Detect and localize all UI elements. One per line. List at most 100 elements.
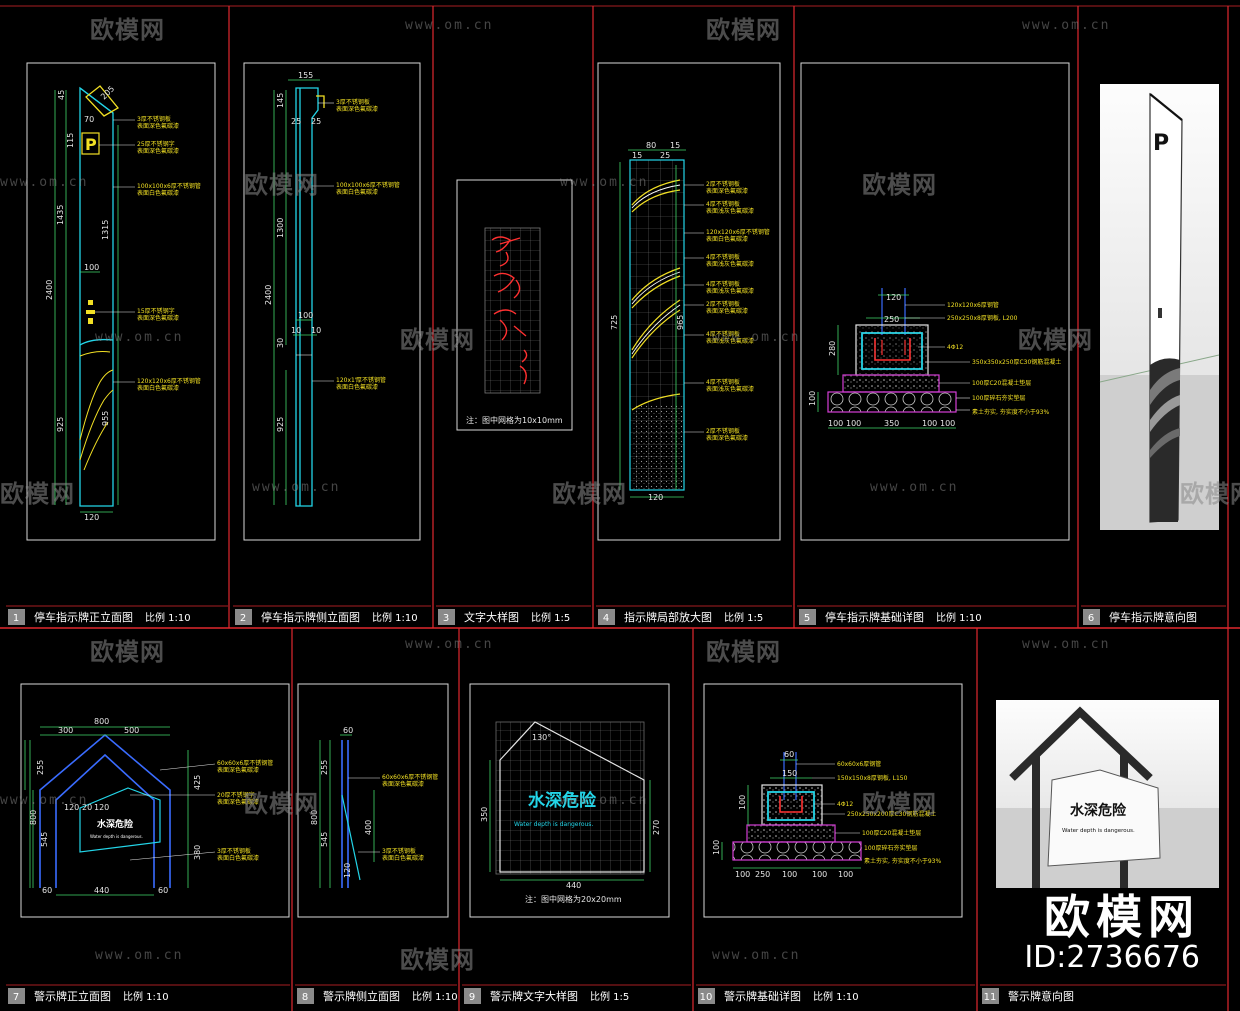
grid-note: 注：图中网格为10x10mm (466, 415, 563, 425)
rendered-pole: P (1149, 92, 1183, 523)
svg-text:120x1": 120x1" (336, 377, 358, 384)
svg-text:100: 100 (838, 870, 853, 879)
panel-number: 10 (700, 992, 713, 1003)
svg-text:2厚不锈钢板: 2厚不锈钢板 (706, 180, 740, 188)
sheet-frame (0, 5, 1240, 1011)
svg-text:350: 350 (884, 419, 899, 428)
svg-text:145: 145 (276, 93, 285, 108)
svg-text:350: 350 (480, 807, 489, 822)
svg-text:素土夯实, 夯实度不小于93%: 素土夯实, 夯实度不小于93% (864, 857, 941, 865)
dim-70: 70 (84, 115, 94, 124)
svg-text:80: 80 (646, 141, 656, 150)
svg-text:725: 725 (610, 315, 619, 330)
panel-scale-text: 比例 1:5 (590, 990, 629, 1003)
panel-number-box (1083, 609, 1100, 625)
svg-text:440: 440 (94, 886, 109, 895)
svg-text:Water depth is dangerous.: Water depth is dangerous. (1062, 828, 1135, 834)
svg-text:2厚不锈钢板: 2厚不锈钢板 (706, 300, 740, 308)
svg-text:350x350x250厚C30钢筋混凝土: 350x350x250厚C30钢筋混凝土 (972, 358, 1061, 366)
svg-text:表面白色氟碳漆: 表面白色氟碳漆 (137, 189, 179, 197)
svg-text:4Φ12: 4Φ12 (947, 344, 963, 351)
dim-100: 100 (84, 263, 99, 272)
calligraphy-outline (491, 236, 528, 385)
panel-number: 2 (240, 613, 246, 624)
panel-scale-text: 比例 1:5 (724, 611, 763, 624)
panel-8-warning-side: 60 255 800 545 400 120 60x60x6厚不锈钢管表面深色氟… (310, 726, 438, 888)
svg-text:100x100x6厚不锈钢管: 100x100x6厚不锈钢管 (137, 182, 201, 190)
panel-number: 8 (302, 992, 308, 1003)
svg-text:155: 155 (298, 71, 313, 80)
svg-text:965: 965 (676, 315, 685, 330)
panel-scale-text: 比例 1:10 (123, 990, 169, 1003)
svg-text:250: 250 (884, 315, 899, 324)
svg-text:250: 250 (755, 870, 770, 879)
svg-text:表面深色氟碳漆: 表面深色氟碳漆 (706, 434, 748, 442)
vertical-text-mark (86, 300, 95, 324)
svg-text:表面白色氟碳漆: 表面白色氟碳漆 (382, 854, 424, 862)
panel-number-box (235, 609, 252, 625)
svg-text:25: 25 (291, 117, 301, 126)
svg-text:15厚不锈钢字: 15厚不锈钢字 (137, 307, 175, 315)
svg-text:100厚C20混凝土垫层: 100厚C20混凝土垫层 (862, 829, 921, 837)
svg-text:440: 440 (566, 881, 581, 890)
panel-title-text: 文字大样图 (464, 610, 519, 624)
panel-title-text: 警示牌正立面图 (34, 989, 111, 1003)
panel-number-box (464, 988, 481, 1004)
panel-scale-text: 比例 1:10 (145, 611, 191, 624)
svg-text:表面深色氟碳漆: 表面深色氟碳漆 (706, 307, 748, 315)
svg-text:表面白色氟碳漆: 表面白色氟碳漆 (336, 383, 378, 391)
svg-text:100: 100 (812, 870, 827, 879)
svg-text:4厚不锈钢板: 4厚不锈钢板 (706, 253, 740, 261)
render-warning-text: 水深危险 (1070, 802, 1127, 819)
svg-text:表面白色氟碳漆: 表面白色氟碳漆 (706, 235, 748, 243)
side-pole (295, 87, 325, 507)
svg-text:280: 280 (828, 341, 837, 356)
svg-text:100: 100 (940, 419, 955, 428)
svg-text:60x60x6厚不锈钢管: 60x60x6厚不锈钢管 (382, 773, 438, 781)
svg-text:60: 60 (343, 726, 353, 735)
decorative-curves (79, 351, 114, 471)
svg-text:800: 800 (94, 717, 109, 726)
svg-text:100厚碎石夯实垫层: 100厚碎石夯实垫层 (864, 844, 917, 852)
panel-9-warning-text-detail: 水深危险 Water depth is dangerous. 130° 350 … (480, 721, 661, 904)
svg-text:545: 545 (40, 832, 49, 847)
svg-text:4厚不锈钢板: 4厚不锈钢板 (706, 280, 740, 288)
svg-text:250x250x200厚C30钢筋混凝土: 250x250x200厚C30钢筋混凝土 (847, 810, 936, 818)
svg-text:2400: 2400 (264, 285, 273, 305)
svg-text:250x250x8厚钢板, L200: 250x250x8厚钢板, L200 (947, 314, 1018, 322)
dim-925: 925 (56, 417, 65, 432)
svg-text:100: 100 (782, 870, 797, 879)
svg-text:120: 120 (64, 803, 79, 812)
svg-text:425: 425 (193, 775, 202, 790)
warning-sign-text: 水深危险 (97, 818, 134, 830)
id-number: ID:2736676 (1024, 939, 1200, 975)
sign-letter-p: P (85, 135, 97, 154)
panel-title-text: 警示牌文字大样图 (490, 989, 578, 1003)
panel-1-front-elevation: P 2400 1435 925 1315 955 120 100 70 115 … (45, 84, 201, 522)
id-watermark: 欧模网 ID:2736676 (1024, 893, 1200, 973)
dim-2400: 2400 (45, 280, 54, 300)
dim-955: 955 (101, 411, 110, 426)
svg-text:120x120x6厚钢管: 120x120x6厚钢管 (947, 301, 999, 309)
svg-text:60x60x6厚钢管: 60x60x6厚钢管 (837, 760, 881, 768)
svg-text:60: 60 (42, 886, 52, 895)
svg-text:3厚不锈钢板: 3厚不锈钢板 (382, 847, 416, 855)
svg-text:15: 15 (670, 141, 680, 150)
svg-text:15: 15 (632, 151, 642, 160)
svg-text:380: 380 (193, 845, 202, 860)
svg-text:255: 255 (320, 760, 329, 775)
svg-text:厚不锈钢管: 厚不锈钢管 (356, 376, 386, 384)
panel-number-box (438, 609, 455, 625)
svg-text:60: 60 (158, 886, 168, 895)
svg-text:100厚C20混凝土垫层: 100厚C20混凝土垫层 (972, 379, 1031, 387)
panel-scale-text: 比例 1:10 (412, 990, 458, 1003)
svg-text:100: 100 (846, 419, 861, 428)
svg-text:100: 100 (808, 391, 817, 406)
svg-text:表面深色氟碳漆: 表面深色氟碳漆 (336, 105, 378, 113)
svg-text:270: 270 (652, 820, 661, 835)
